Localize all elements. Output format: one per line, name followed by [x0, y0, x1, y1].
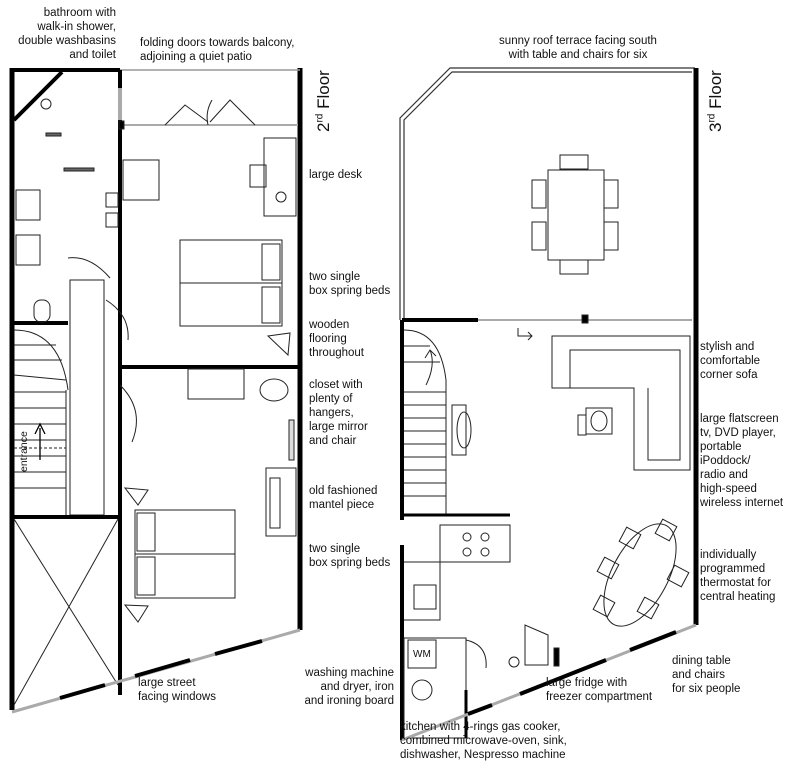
- toilet-round: [40, 98, 52, 110]
- mantel-piece: [265, 467, 297, 537]
- label-mantel: old fashioned mantel piece: [309, 485, 378, 511]
- bath-towel-rail: [45, 132, 62, 137]
- hall-door-arc-2: [119, 384, 137, 443]
- label-wooden-flooring: wooden flooring throughout: [309, 319, 364, 359]
- bath-corner: [12, 70, 64, 122]
- label-thermostat: individually programmed thermostat for c…: [700, 549, 776, 603]
- closet: [187, 368, 245, 400]
- nightstand-b1: [123, 487, 149, 506]
- washbasin-2: [15, 234, 41, 266]
- shower-rect: [122, 159, 160, 201]
- round-mirror: [259, 378, 289, 402]
- wall-mirror: [288, 419, 295, 461]
- label-folding-doors: folding doors towards balcony, adjoining…: [140, 37, 295, 63]
- stairs-second: [13, 329, 69, 515]
- washing-room: [403, 637, 467, 739]
- label-large-desk: large desk: [309, 169, 363, 181]
- kitchen-counter: [439, 524, 511, 563]
- label-beds-top: two single box spring beds: [309, 271, 391, 297]
- stairs-third: [403, 329, 447, 515]
- label-flatscreen: large flatscreen tv, DVD player, portabl…: [700, 413, 784, 509]
- floor-title-second: 2rd Floor: [314, 70, 333, 132]
- desk: [263, 137, 297, 217]
- dining-table: [603, 523, 677, 627]
- desk-chair: [249, 164, 267, 188]
- coffee-table: [585, 407, 613, 435]
- folding-door-right: [209, 99, 256, 126]
- label-kitchen: kitchen with 4-rings gas cooker, combine…: [400, 721, 567, 761]
- wm-box: [407, 639, 437, 669]
- corner-sofa: [551, 335, 691, 471]
- washbasin-1: [15, 189, 41, 221]
- desk-lamp: [275, 191, 287, 203]
- bath-small-2: [105, 212, 119, 228]
- void-x-2: [13, 518, 119, 706]
- void-x-1: [13, 518, 119, 686]
- tv-unit: [451, 404, 467, 456]
- dryer: [411, 679, 433, 701]
- label-closet: closet with plenty of hangers, large mir…: [309, 379, 368, 447]
- third-floor-plan: [399, 67, 699, 742]
- label-corner-sofa: stylish and comfortable corner sofa: [700, 341, 761, 381]
- nightstand-top: [266, 332, 291, 357]
- nightstand-b2: [123, 604, 149, 623]
- toilet: [33, 299, 51, 323]
- folding-door-left: [164, 104, 209, 126]
- label-beds-bottom: two single box spring beds: [309, 543, 391, 569]
- label-street-windows: large street facing windows: [138, 677, 216, 703]
- label-dining: dining table and chairs for six people: [672, 655, 741, 695]
- second-floor-plan: [9, 68, 303, 714]
- terrace-table: [547, 169, 605, 261]
- entrance-arrow: [34, 422, 46, 460]
- label-roof-terrace: sunny roof terrace facing south with tab…: [499, 35, 657, 61]
- floor-title-third: 3rd Floor: [706, 70, 725, 132]
- sink: [413, 584, 437, 610]
- hall-door-arc-1: [105, 299, 129, 341]
- folding-door-arc: [206, 99, 213, 126]
- label-bathroom: bathroom with walk-in shower, double was…: [18, 7, 116, 61]
- label-entrance: entrance: [18, 431, 30, 472]
- bath-door-arc: [67, 257, 111, 279]
- door-arrow: [517, 328, 533, 341]
- fridge: [524, 624, 549, 666]
- label-wm: WM: [413, 649, 431, 660]
- bath-rail-2: [63, 167, 95, 172]
- label-washing: washing machine and dryer, iron and iron…: [304, 667, 394, 707]
- terrace-outline: [399, 67, 695, 320]
- balcony-door-post: [118, 120, 125, 130]
- label-fridge: large fridge with freezer compartment: [546, 677, 653, 703]
- hallway: [69, 279, 105, 516]
- bath-small-1: [105, 192, 119, 208]
